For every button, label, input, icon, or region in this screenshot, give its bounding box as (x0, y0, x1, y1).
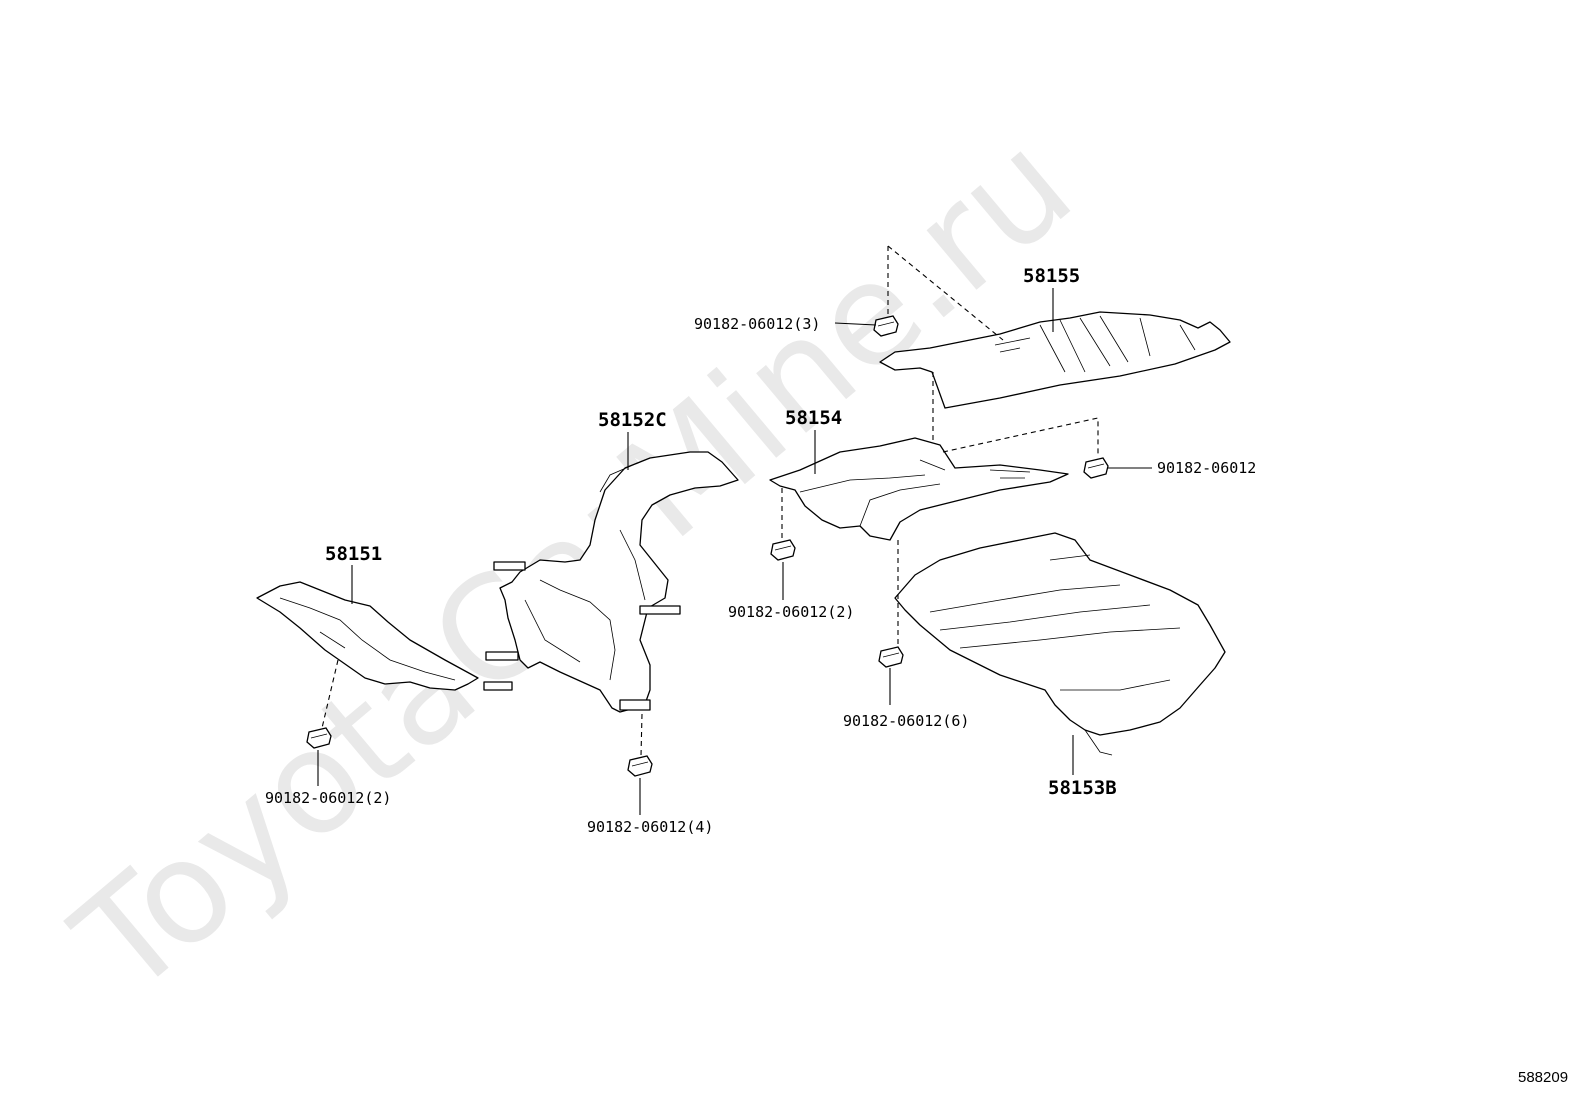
part-58155-shape[interactable] (879, 311, 1231, 409)
label-fastener-right[interactable]: 90182-06012 (1157, 459, 1256, 477)
fastener-top3-icon[interactable] (873, 315, 899, 337)
fastener-left2-icon[interactable] (306, 727, 332, 749)
label-58152C[interactable]: 58152C (598, 409, 667, 431)
label-fastener-mid2[interactable]: 90182-06012(2) (728, 603, 854, 621)
label-58153B[interactable]: 58153B (1048, 777, 1117, 799)
fastener-mid2-icon[interactable] (770, 539, 796, 561)
fastener-right-icon[interactable] (1083, 457, 1109, 479)
label-58151[interactable]: 58151 (325, 543, 382, 565)
label-58154[interactable]: 58154 (785, 407, 842, 429)
fastener-center6-icon[interactable] (878, 646, 904, 668)
part-58153B-shape[interactable] (894, 532, 1226, 756)
label-fastener-top3[interactable]: 90182-06012(3) (694, 315, 820, 333)
leader-lines (317, 288, 1152, 815)
fastener-bottom4-icon[interactable] (627, 755, 653, 777)
diagram-code: 588209 (1518, 1069, 1568, 1086)
label-fastener-bottom4[interactable]: 90182-06012(4) (587, 818, 713, 836)
assembly-dashed-lines (321, 245, 1099, 757)
part-58151-shape[interactable] (256, 581, 479, 691)
label-58155[interactable]: 58155 (1023, 265, 1080, 287)
part-58152C-shape[interactable] (483, 451, 739, 713)
label-fastener-left2[interactable]: 90182-06012(2) (265, 789, 391, 807)
part-58154-shape[interactable] (769, 437, 1069, 541)
label-fastener-center6[interactable]: 90182-06012(6) (843, 712, 969, 730)
